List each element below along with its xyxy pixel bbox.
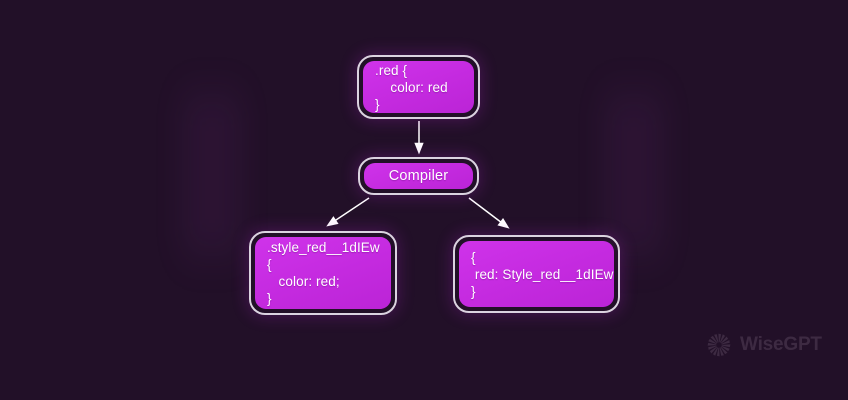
- background-glow-left: [182, 70, 242, 280]
- compiled-css-line-1: .style_red__1dIEw: [267, 240, 380, 255]
- source-css-line-3: }: [375, 96, 380, 112]
- watermark-brand: WiseGPT: [740, 334, 822, 355]
- compiler-node-body: Compiler: [364, 163, 473, 189]
- source-css-node-body: .red { color: red }: [363, 61, 474, 113]
- source-css-line-1: .red {: [375, 62, 408, 78]
- watermark: WiseGPT: [704, 330, 822, 360]
- edge-compiler-to-css: [326, 197, 370, 227]
- class-mapping-node-body: { red: Style_red__1dIEw }: [459, 241, 614, 307]
- compiler-node-label: Compiler: [388, 168, 449, 184]
- class-mapping-node[interactable]: { red: Style_red__1dIEw }: [453, 235, 620, 313]
- compiler-node[interactable]: Compiler: [358, 157, 479, 195]
- compiled-css-line-3: color: red;: [267, 274, 340, 289]
- starburst-logo-icon: [707, 333, 731, 357]
- compiled-css-line-4: }: [267, 291, 272, 306]
- source-css-line-2: color: red: [375, 79, 448, 95]
- class-mapping-line-2: red: Style_red__1dIEw: [471, 266, 614, 282]
- compiled-css-node-body: .style_red__1dIEw { color: red; }: [255, 237, 391, 309]
- edge-compiler-to-mapping: [468, 197, 510, 229]
- class-mapping-line-3: }: [471, 283, 476, 299]
- compiled-css-line-2: {: [267, 257, 272, 272]
- source-css-node[interactable]: .red { color: red }: [357, 55, 480, 119]
- class-mapping-line-1: {: [471, 249, 476, 265]
- compiled-css-node[interactable]: .style_red__1dIEw { color: red; }: [249, 231, 397, 315]
